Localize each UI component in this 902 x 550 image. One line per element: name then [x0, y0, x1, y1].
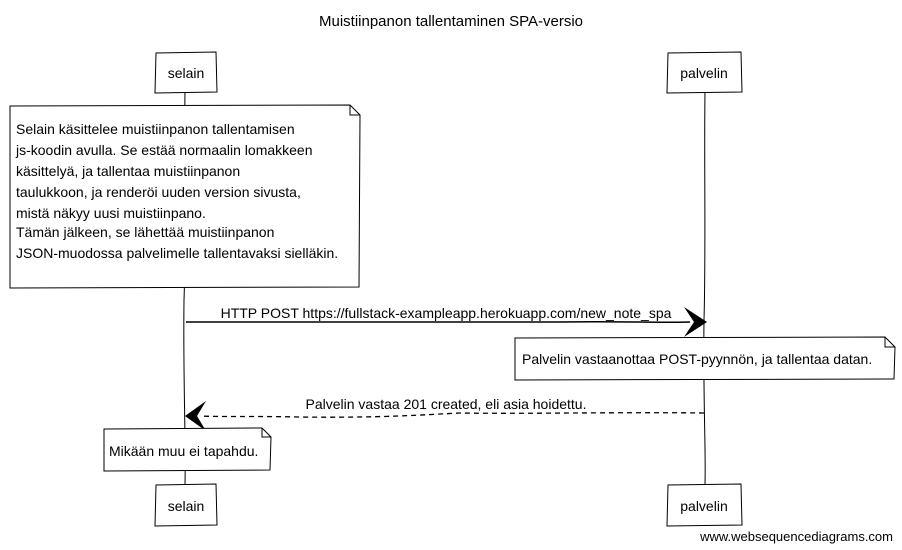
lifeline-palvelin — [703, 91, 706, 485]
note-line: Tämän jälkeen, se lähettää muistiinpanon — [16, 224, 274, 240]
watermark-link[interactable]: www.websequencediagrams.com — [699, 529, 893, 544]
note-text: Mikään muu ei tapahdu. — [109, 443, 258, 459]
participant-label: selain — [168, 498, 205, 514]
note-line: JSON-muodossa palvelimelle tallentavaksi… — [16, 245, 338, 261]
note-line: mistä näkyy uusi muistiinpano. — [16, 205, 206, 221]
message-label: Palvelin vastaa 201 created, eli asia ho… — [306, 396, 587, 412]
participant-selain-top: selain — [154, 51, 218, 94]
arrowhead-icon — [684, 307, 707, 337]
diagram-title: Muistiinpanon tallentaminen SPA-versio — [319, 13, 583, 30]
arrowhead-icon — [185, 401, 206, 431]
message-response: Palvelin vastaa 201 created, eli asia ho… — [185, 396, 705, 431]
message-request: HTTP POST https://fullstack-exampleapp.h… — [185, 305, 707, 337]
note-selain: Selain käsittelee muistiinpanon tallenta… — [9, 104, 361, 289]
note-line: käsittelyä, ja tallentaa muistiinpanon — [16, 163, 240, 179]
note-selain-2: Mikään muu ei tapahdu. — [103, 427, 272, 472]
participant-label: palvelin — [680, 65, 727, 81]
participant-label: selain — [168, 65, 205, 81]
note-line: js-koodin avulla. Se estää normaalin lom… — [15, 142, 313, 158]
note-line: Selain käsittelee muistiinpanon tallenta… — [16, 121, 295, 137]
participant-label: palvelin — [680, 498, 727, 514]
svg-text:Selain käsittelee muistiinpano: Selain käsittelee muistiinpanon tallenta… — [15, 121, 338, 261]
note-text: Palvelin vastaanottaa POST-pyynnön, ja t… — [522, 351, 872, 367]
note-palvelin: Palvelin vastaanottaa POST-pyynnön, ja t… — [514, 336, 896, 381]
participant-palvelin-bottom: palvelin — [666, 483, 743, 527]
participant-palvelin-top: palvelin — [666, 51, 743, 94]
message-label: HTTP POST https://fullstack-exampleapp.h… — [221, 305, 672, 321]
note-line: taulukkoon, ja renderöi uuden version si… — [16, 184, 301, 200]
participant-selain-bottom: selain — [154, 483, 218, 527]
